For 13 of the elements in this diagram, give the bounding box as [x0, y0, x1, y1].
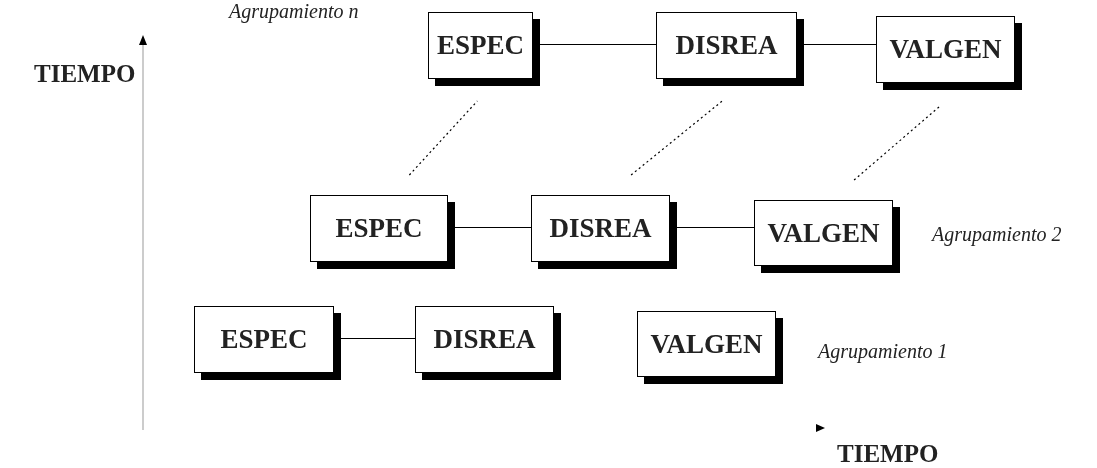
axis-label: TIEMPO	[34, 60, 136, 88]
connector-line	[539, 43, 657, 46]
connector-line	[803, 43, 877, 46]
dotted-connector	[630, 100, 723, 176]
connector-line	[454, 226, 532, 229]
group-label: Agrupamiento n	[229, 0, 359, 23]
dotted-connector	[853, 104, 942, 181]
axis-label: TIEMPO	[837, 440, 939, 468]
group-label: Agrupamiento 2	[932, 223, 1062, 246]
connector-line	[340, 337, 416, 340]
connector-line	[676, 226, 755, 229]
group-label: Agrupamiento 1	[818, 340, 948, 363]
dotted-connector	[408, 100, 478, 176]
